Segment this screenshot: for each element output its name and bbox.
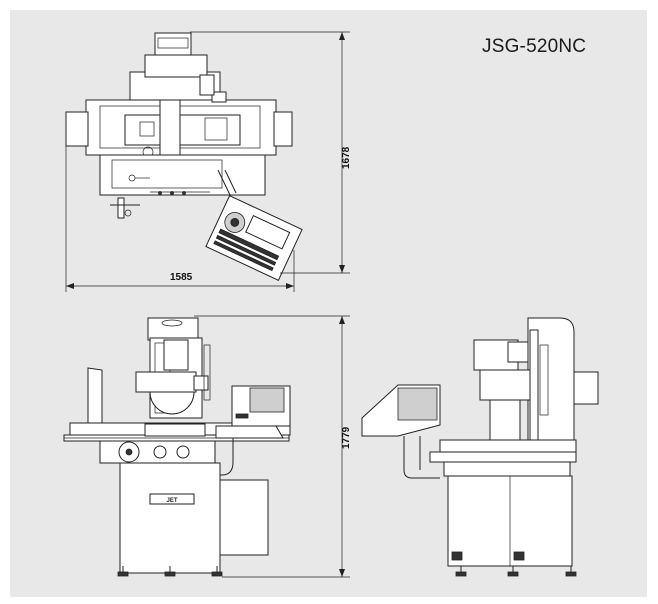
front-view: JET 1779 bbox=[63, 315, 352, 578]
width-dimension: 1585 bbox=[170, 272, 193, 283]
side-view bbox=[361, 317, 599, 577]
model-label: JSG-520NC bbox=[482, 36, 587, 57]
top-view: 1678 1585 bbox=[65, 31, 352, 292]
height-dimension: 1779 bbox=[341, 426, 352, 449]
brand-plate: JET bbox=[166, 498, 177, 504]
depth-dimension: 1678 bbox=[341, 146, 352, 169]
